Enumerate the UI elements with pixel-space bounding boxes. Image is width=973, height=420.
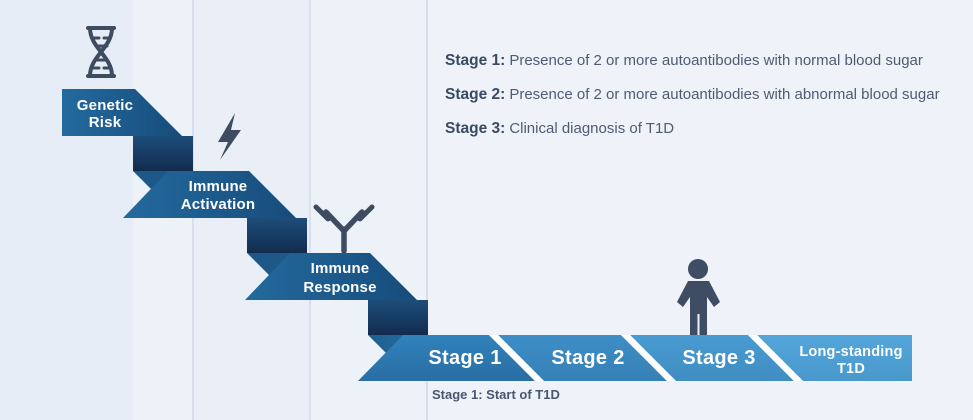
- grid-line: [426, 0, 428, 420]
- step-band-immune-activation: [123, 171, 296, 218]
- step-label-genetic-risk-line2: Risk: [89, 114, 122, 131]
- step-label-genetic-risk-line1: Genetic: [77, 97, 133, 114]
- legend-stage1-text: Presence of 2 or more autoantibodies wit…: [509, 52, 923, 69]
- stage-label-2: Stage 2: [551, 347, 624, 369]
- step-riser: [368, 300, 428, 335]
- legend-item-stage2: Stage 2:Presence of 2 or more autoantibo…: [445, 86, 965, 104]
- stage-segment-3: [630, 335, 794, 381]
- stage-label-1: Stage 1: [428, 347, 501, 369]
- dna-icon: [86, 26, 116, 78]
- stage-segment-long-standing: [757, 335, 912, 381]
- stage-separator: [621, 335, 676, 381]
- stage-separator: [748, 335, 803, 381]
- legend-stage2-text: Presence of 2 or more autoantibodies wit…: [509, 86, 940, 103]
- stage-label-3: Stage 3: [682, 347, 755, 369]
- legend-stage1-prefix: Stage 1:: [445, 52, 506, 69]
- person-icon: [677, 259, 720, 335]
- stage-label-long-standing-line2: T1D: [837, 361, 865, 377]
- step-band-immune-response: [245, 253, 417, 300]
- step-label-immune-response-line2: Response: [303, 279, 376, 296]
- legend-stage3-text: Clinical diagnosis of T1D: [509, 120, 675, 137]
- legend-stage3-prefix: Stage 3:: [445, 120, 506, 137]
- step-band-genetic-risk: [62, 89, 182, 136]
- step-label-immune-activation-line1: Immune: [189, 178, 248, 195]
- step-riser: [133, 136, 193, 171]
- lightning-icon: [218, 113, 241, 160]
- step-riser: [247, 218, 307, 253]
- step-label-immune-activation-line2: Activation: [181, 196, 256, 213]
- antibody-icon: [313, 204, 375, 254]
- grid-line: [309, 0, 311, 420]
- stage-legend: Stage 1:Presence of 2 or more autoantibo…: [445, 52, 965, 154]
- stage-separator: [489, 335, 544, 381]
- stage-label-long-standing-line1: Long-standing: [799, 344, 902, 360]
- stage-segment-1: [358, 335, 535, 381]
- legend-item-stage1: Stage 1:Presence of 2 or more autoantibo…: [445, 52, 965, 70]
- legend-item-stage3: Stage 3:Clinical diagnosis of T1D: [445, 120, 965, 138]
- stage1-caption: Stage 1: Start of T1D: [432, 387, 560, 402]
- step-label-immune-response-line1: Immune: [311, 260, 370, 277]
- legend-stage2-prefix: Stage 2:: [445, 86, 506, 103]
- stage-segment-2: [498, 335, 667, 381]
